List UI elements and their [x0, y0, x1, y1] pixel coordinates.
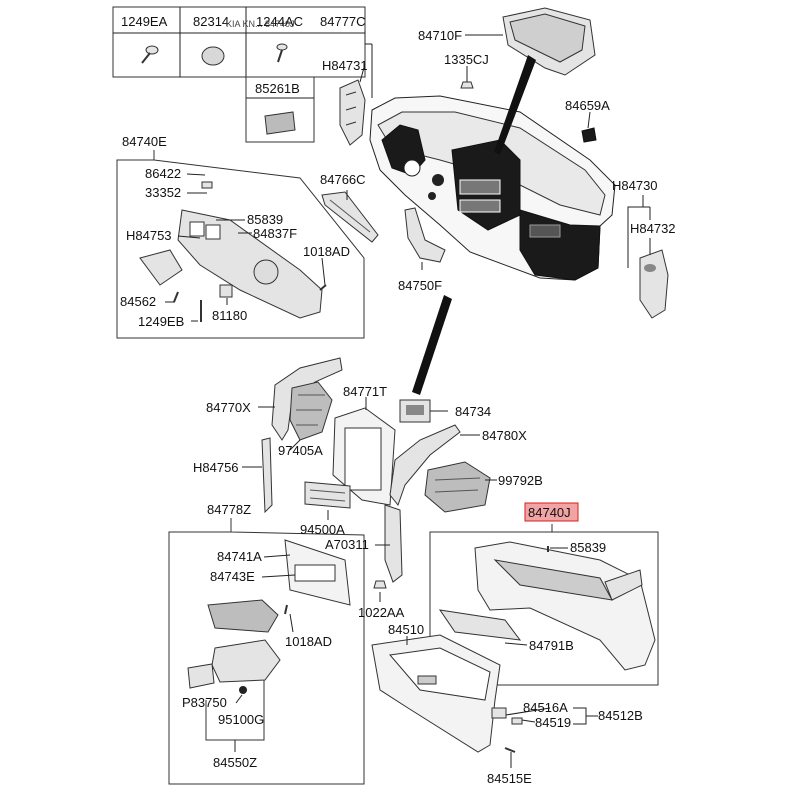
label-84562: 84562	[120, 294, 156, 309]
label-94500A: 94500A	[300, 522, 345, 537]
label-1335CJ: 1335CJ	[444, 52, 489, 67]
part-99792B	[424, 461, 491, 513]
part-94500A	[304, 481, 351, 509]
label-84516A: 84516A	[523, 700, 568, 715]
bolt-icon	[141, 45, 159, 64]
label-84659A: 84659A	[565, 98, 610, 113]
part-H84732	[639, 249, 669, 319]
highlight-box	[524, 502, 579, 522]
label-84740J: 84740J	[528, 505, 571, 520]
label-H84756: H84756	[193, 460, 239, 475]
part-H84731	[339, 79, 366, 146]
part-84780X	[389, 424, 461, 507]
dashboard-assembly	[369, 95, 616, 281]
part-84515E	[504, 747, 516, 753]
module-84710F	[502, 7, 596, 76]
label-84743E: 84743E	[210, 569, 255, 584]
box-84740E	[116, 150, 365, 339]
header-note: KIA KN... 84740J	[226, 19, 295, 29]
label-84780X: 84780X	[482, 428, 527, 443]
part-1335CJ	[460, 81, 474, 89]
label-H84730: H84730	[612, 178, 658, 193]
label-H84732: H84732	[630, 221, 676, 236]
label-95100G: 95100G	[218, 712, 264, 727]
label-84750F: 84750F	[398, 278, 442, 293]
label-86422: 86422	[145, 166, 181, 181]
label-84519: 84519	[535, 715, 571, 730]
label-84778Z: 84778Z	[207, 502, 251, 517]
part-84750F	[404, 207, 446, 263]
label-84766C: 84766C	[320, 172, 366, 187]
label-84770X: 84770X	[206, 400, 251, 415]
label-A70311: A70311	[325, 537, 369, 552]
label-1249EB: 1249EB	[138, 314, 184, 329]
part-A70311	[384, 504, 403, 583]
label-85261B: 85261B	[255, 81, 300, 96]
label-P83750: P83750	[182, 695, 227, 710]
label-97405A: 97405A	[278, 443, 323, 458]
label-1022AA: 1022AA	[358, 605, 405, 620]
label-81180: 81180	[212, 308, 247, 323]
part-H84756	[261, 437, 273, 514]
label-84741A: 84741A	[217, 549, 262, 564]
label-1244AC: 1244AC	[256, 14, 303, 29]
label-84740E: 84740E	[122, 134, 167, 149]
box-84740J	[429, 524, 659, 686]
label-84710F: 84710F	[418, 28, 462, 43]
label-84550Z: 84550Z	[213, 755, 257, 770]
leader-lines	[165, 30, 651, 768]
label-1018AD-b: 1018AD	[285, 634, 332, 649]
part-84510	[371, 634, 501, 753]
part-84734	[399, 399, 431, 423]
label-84512B: 84512B	[598, 708, 643, 723]
label-84837F: 84837F	[253, 226, 297, 241]
label-84734: 84734	[455, 404, 491, 419]
label-84515E: 84515E	[487, 771, 532, 786]
label-99792B: 99792B	[498, 473, 543, 488]
part-97405A	[289, 381, 333, 441]
part-84766C	[321, 191, 379, 243]
part-84516A	[491, 707, 507, 719]
label-84777C: 84777C	[320, 14, 366, 29]
leader-arrow-top	[494, 55, 536, 155]
label-85839-a: 85839	[247, 212, 283, 227]
label-84510: 84510	[388, 622, 424, 637]
label-H84753: H84753	[126, 228, 172, 243]
part-84519	[511, 717, 523, 725]
part-1022AA	[373, 580, 387, 589]
box-84778Z	[168, 518, 365, 785]
part-84771T	[332, 407, 396, 506]
pad-icon	[264, 111, 296, 135]
hardware-table	[112, 6, 366, 143]
screw-icon	[276, 43, 288, 63]
label-84791B: 84791B	[529, 638, 574, 653]
leader-arrow-mid	[412, 295, 452, 395]
label-1249EA: 1249EA	[121, 14, 168, 29]
label-33352: 33352	[145, 185, 181, 200]
label-85839-b: 85839	[570, 540, 606, 555]
label-82314: 82314	[193, 14, 229, 29]
label-H84731: H84731	[322, 58, 368, 73]
part-84659A	[581, 127, 597, 143]
label-84771T: 84771T	[343, 384, 387, 399]
label-1018AD-a: 1018AD	[303, 244, 350, 259]
cap-icon	[201, 46, 225, 66]
